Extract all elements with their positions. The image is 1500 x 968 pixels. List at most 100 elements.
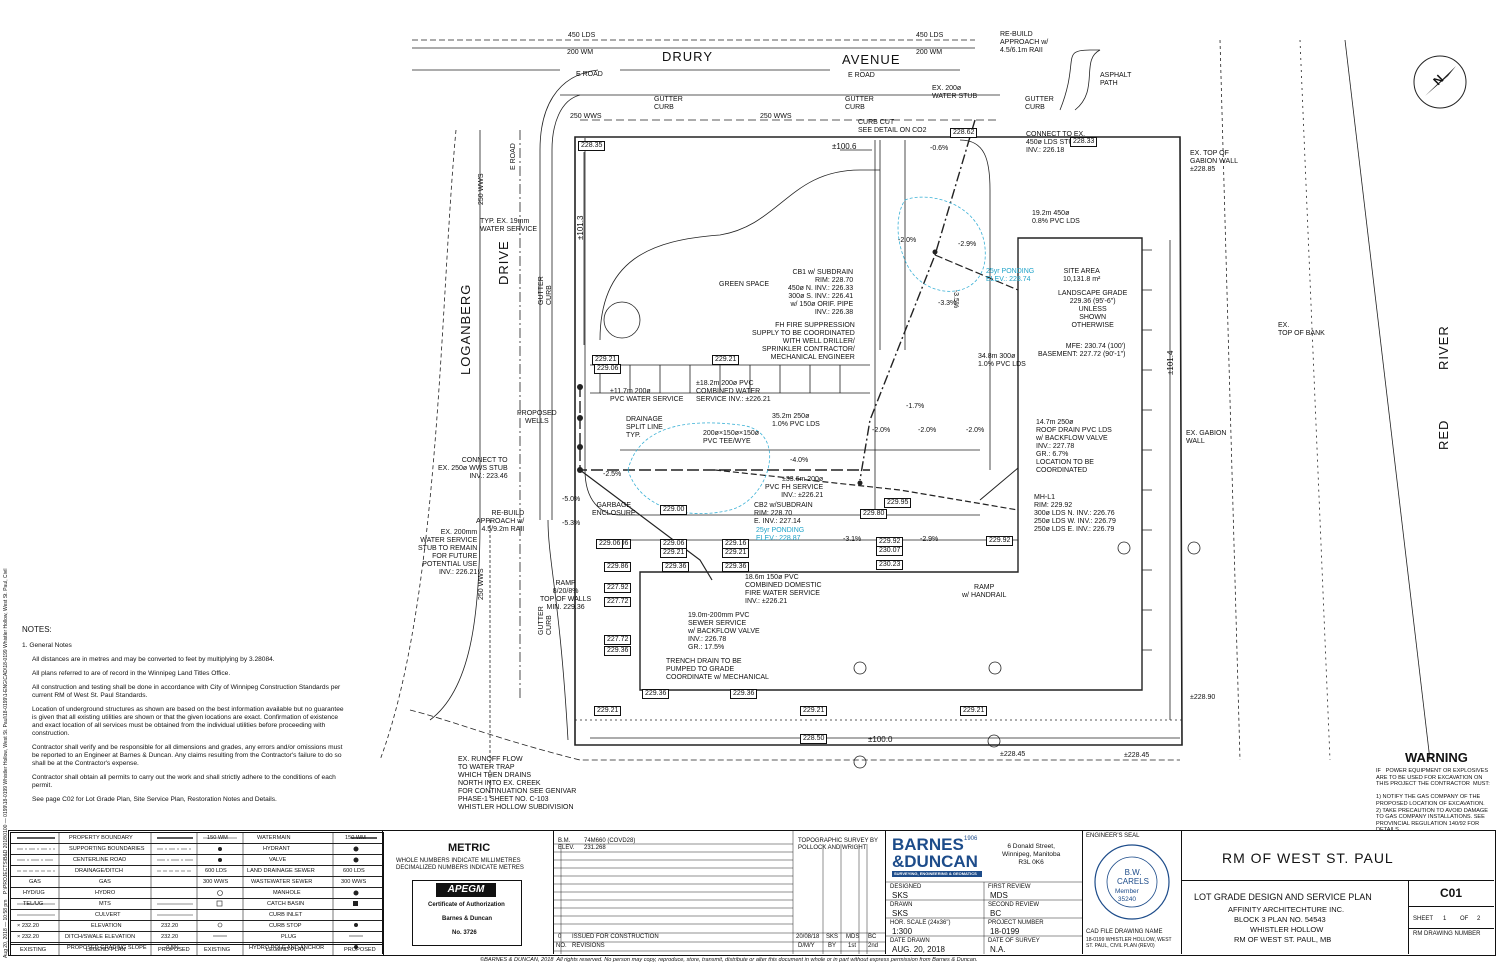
- rev-header-by: BY: [828, 943, 837, 949]
- note-item: Location of underground structures as sh…: [32, 706, 344, 737]
- street-river: RIVER: [1436, 325, 1451, 370]
- spot-elevation: 229.86: [604, 562, 632, 572]
- legend-label: HYDRO: [95, 890, 116, 896]
- company-box: [886, 830, 1083, 954]
- bm-label: B.M.: [558, 838, 571, 844]
- second-review-label: SECOND REVIEW: [988, 902, 1040, 908]
- street-loganberg: LOGANBERG: [458, 283, 473, 375]
- label-gutter: GUTTER CURB: [1025, 96, 1054, 111]
- date-drawn-value: AUG. 20, 2018: [892, 945, 945, 954]
- label-wws: 250 WWS: [760, 113, 792, 120]
- slope-label: -2.0%: [966, 427, 985, 434]
- label-proposed-wells: PROPOSED WELLS: [517, 410, 557, 425]
- slope-label: -2.0%: [872, 427, 891, 434]
- slope-label: -2.5%: [603, 471, 622, 478]
- project-value: 18-0199: [990, 927, 1020, 936]
- label-road: E ROAD: [848, 72, 875, 79]
- of-label: OF: [1460, 916, 1469, 922]
- sheet-value: 1: [1443, 916, 1447, 922]
- general-notes: NOTES: 1. General Notes All distances ar…: [22, 626, 344, 810]
- legend-code: HYD/UG: [23, 890, 45, 896]
- label-road: E ROAD: [510, 143, 517, 170]
- apegm-no: No. 3726: [452, 930, 477, 936]
- spot-elevation: 229.36: [722, 562, 750, 572]
- spot-elevation: 227.72: [604, 635, 632, 645]
- label-fh-fire: FH FIRE SUPPRESSION SUPPLY TO BE COORDIN…: [752, 322, 855, 361]
- label-lds-35: 35.2m 250ø 1.0% PVC LDS: [772, 413, 820, 428]
- legend-code: GAS: [29, 879, 41, 885]
- dimension: ±101.4: [1166, 350, 1175, 375]
- label-rebuild-top: RE-BUILD APPROACH w/ 4.5/6.1m RAII: [1000, 31, 1049, 54]
- label-gutter: GUTTER CURB: [538, 276, 553, 305]
- seal-member: Member 35240: [1115, 888, 1139, 903]
- legend-label: CURB INLET: [269, 912, 303, 918]
- legend-label: ELEVATION: [91, 923, 122, 929]
- legend-row: PROPERTY BOUNDARY 150 WM WATERMAIN 150 W…: [11, 833, 383, 844]
- spot-elevation: 230.07: [876, 546, 904, 556]
- company-logo-line1: BARNES: [892, 835, 964, 854]
- legend-code: TEL/UG: [23, 901, 44, 907]
- spot-elevation: 229.00: [660, 505, 688, 515]
- label-lds: 450 LDS: [568, 32, 596, 39]
- legend-footer-existing: EXISTING: [20, 947, 47, 953]
- legend-footer-existing: EXISTING: [204, 947, 231, 953]
- sheet-title: LOT GRADE DESIGN AND SERVICE PLAN: [1194, 892, 1372, 902]
- label-ramp-right: RAMP w/ HANDRAIL: [962, 584, 1007, 599]
- legend-proposed: 232.20: [161, 923, 179, 929]
- rev-header-date: D/M/Y: [798, 943, 815, 949]
- apegm-box: [412, 880, 522, 946]
- slope-label: -2.0%: [918, 427, 937, 434]
- label-rebuild-left: RE-BUILD APPROACH w/ 4.5/9.2m RAII: [476, 510, 525, 533]
- north-arrow-icon: [1413, 55, 1467, 109]
- spot-elevation: 229.06: [594, 364, 622, 374]
- revision-grid: [553, 830, 885, 954]
- title-block-frame: [8, 830, 1496, 956]
- label-roof-drain: 14.7m 250ø ROOF DRAIN PVC LDS w/ BACKFLO…: [1036, 419, 1112, 474]
- label-water-stub: EX. 200ø WATER STUB: [932, 85, 978, 100]
- label-combined: ±18.2m 200ø PVC COMBINED WATER SERVICE I…: [696, 380, 771, 403]
- legend-label: CATCH BASIN: [267, 901, 305, 907]
- legend-linework: [17, 833, 377, 955]
- legend-label: SUPPORTING BOUNDARIES: [69, 846, 145, 852]
- label-elevation: ±228.90: [1190, 694, 1216, 701]
- note-item: Contractor shall verify and be responsib…: [32, 744, 343, 767]
- legend-footer-plan: LEGEND-PLAN: [86, 947, 126, 953]
- label-lds-19: 19.2m 450ø 0.8% PVC LDS: [1032, 210, 1080, 225]
- survey-value: N.A.: [990, 945, 1006, 954]
- sheet-label: SHEET: [1413, 916, 1434, 922]
- legend-footer-plan: LEGEND-PLAN: [266, 947, 306, 953]
- client-rule: [1182, 880, 1494, 881]
- street-drury: DRURY: [662, 49, 713, 64]
- scale-value: 1:300: [892, 927, 913, 936]
- slope-label: -3.3%: [938, 300, 957, 307]
- rev-header-1st: 1st: [848, 943, 857, 949]
- legend-label: HYDRO POLE AND ANCHOR: [249, 945, 325, 951]
- designed-value: SKS: [892, 891, 909, 900]
- metric-line: DECIMALIZED NUMBERS INDICATE METRES: [396, 865, 524, 871]
- dimension: ±101.3: [576, 215, 585, 240]
- note-item: All distances are in metres and may be c…: [32, 656, 275, 663]
- spot-elevation: 228.35: [578, 141, 606, 151]
- label-trench: TRENCH DRAIN TO BE PUMPED TO GRADE COORD…: [666, 658, 769, 681]
- apegm-firm: Barnes & Duncan: [442, 916, 493, 922]
- metric-title: METRIC: [448, 842, 491, 854]
- rev-by: SKS: [826, 934, 839, 940]
- apegm-cert: Certificate of Authorization: [428, 902, 505, 908]
- date-drawn-label: DATE DRAWN: [890, 938, 930, 944]
- legend-row: DRAINAGE/DITCH 600 LDS LAND DRAINAGE SEW…: [11, 866, 383, 877]
- legend-row: GAS GAS 300 WWS WASTEWATER SEWER 300 WWS: [11, 877, 383, 888]
- legend-label: HYDRANT: [263, 846, 291, 852]
- slope-label: -0.6%: [930, 145, 949, 152]
- cad-file-label: CAD FILE DRAWING NAME: [1086, 929, 1163, 935]
- legend-row: TEL/UG MTS CATCH BASIN: [11, 899, 383, 910]
- label-ramp-left: RAMP 8/20/8% TOP OF WALLS MIN. 229.36: [540, 580, 592, 611]
- slope-label: -2.9%: [920, 536, 939, 543]
- spot-elevation: 228.62: [950, 128, 978, 138]
- client-rm: RM OF WEST ST. PAUL: [1222, 850, 1394, 866]
- drawn-label: DRAWN: [890, 902, 913, 908]
- engineer-seal-icon: [1094, 844, 1170, 920]
- warning-title: WARNING: [1405, 750, 1468, 765]
- second-review-value: BC: [990, 909, 1002, 918]
- spot-elevation: 229.95: [884, 498, 912, 508]
- spot-elevation: 229.92: [986, 536, 1014, 546]
